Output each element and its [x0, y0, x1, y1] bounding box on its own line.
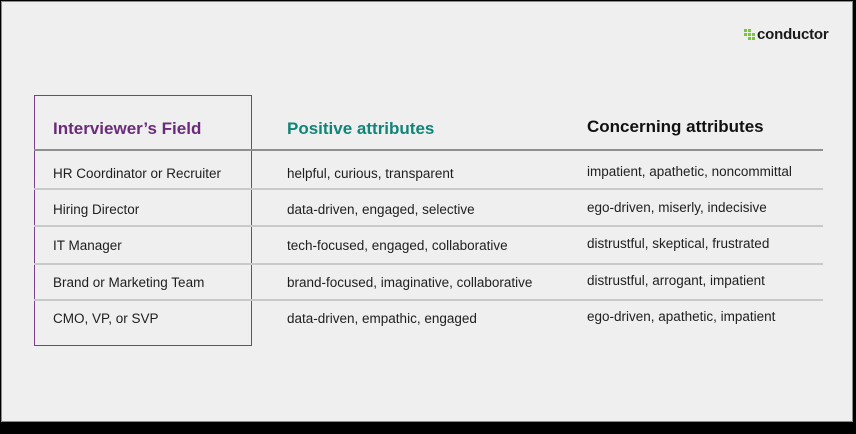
row-divider [34, 225, 823, 227]
cell-field: Brand or Marketing Team [53, 275, 205, 290]
brand-logo: conductor [744, 26, 829, 43]
cell-concerning: ego-driven, apathetic, impatient [587, 309, 776, 324]
row-divider [34, 299, 823, 301]
conductor-logo-icon [744, 29, 755, 40]
cell-concerning: distrustful, arrogant, impatient [587, 273, 765, 288]
header-divider [34, 149, 823, 151]
cell-concerning: ego-driven, miserly, indecisive [587, 200, 767, 215]
row-divider [34, 188, 823, 190]
cell-field: IT Manager [53, 238, 122, 253]
cell-field: Hiring Director [53, 202, 140, 217]
header-concerning: Concerning attributes [587, 117, 764, 136]
header-field: Interviewer’s Field [53, 119, 202, 138]
cell-positive: helpful, curious, transparent [287, 166, 454, 181]
cell-field: CMO, VP, or SVP [53, 311, 159, 326]
cell-positive: brand-focused, imaginative, collaborativ… [287, 275, 533, 290]
cell-field: HR Coordinator or Recruiter [53, 166, 222, 181]
field-column-box [34, 95, 252, 346]
row-divider [34, 263, 823, 265]
cell-positive: tech-focused, engaged, collaborative [287, 238, 508, 253]
brand-name: conductor [757, 26, 829, 43]
cell-concerning: impatient, apathetic, noncommittal [587, 164, 792, 179]
cell-concerning: distrustful, skeptical, frustrated [587, 236, 770, 251]
cell-positive: data-driven, engaged, selective [287, 202, 475, 217]
slide: conductor Interviewer’s Field Positive a… [1, 1, 853, 422]
header-positive: Positive attributes [287, 119, 435, 138]
cell-positive: data-driven, empathic, engaged [287, 311, 477, 326]
